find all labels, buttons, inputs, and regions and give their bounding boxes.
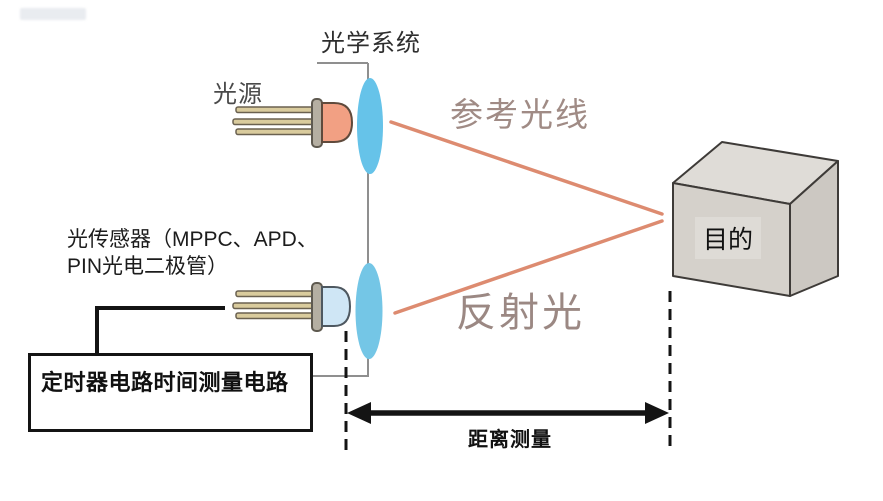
photosensor-label: 光传感器（MPPC、APD、 PIN光电二极管）: [67, 228, 318, 278]
timer-circuit-box: 定时器电路时间测量电路: [28, 353, 313, 432]
watermark: [20, 8, 86, 20]
led-flange: [311, 98, 323, 148]
arrowhead-right-icon: [645, 402, 669, 424]
source-lens: [357, 78, 383, 174]
target-label: 目的: [695, 217, 761, 259]
led-pin: [235, 312, 317, 320]
led-body: [321, 286, 352, 327]
reflected-ray-line: [393, 219, 664, 315]
led-pin: [235, 290, 317, 298]
source-led: [232, 98, 354, 148]
timer-box-wire: [95, 306, 225, 354]
reflected-light-label: 反射光: [456, 291, 585, 335]
led-body: [321, 102, 354, 143]
distance-label: 距离测量: [468, 429, 552, 451]
arrowhead-left-icon: [347, 402, 371, 424]
sensor-led: [232, 282, 352, 332]
led-pin: [232, 302, 317, 310]
distance-arrow: [347, 402, 669, 424]
cube-front-face: [672, 182, 791, 297]
light-source-label: 光源: [213, 81, 263, 108]
timer-circuit-label: 定时器电路时间测量电路: [41, 370, 289, 395]
target-cube: [672, 141, 839, 297]
reference-ray-line: [389, 120, 664, 216]
sensor-lens: [355, 263, 383, 359]
led-pin: [235, 128, 317, 136]
reference-ray-label: 参考光线: [450, 96, 590, 133]
optical-system-label: 光学系统: [321, 30, 421, 57]
led-pin: [232, 118, 317, 126]
led-flange: [311, 282, 323, 332]
